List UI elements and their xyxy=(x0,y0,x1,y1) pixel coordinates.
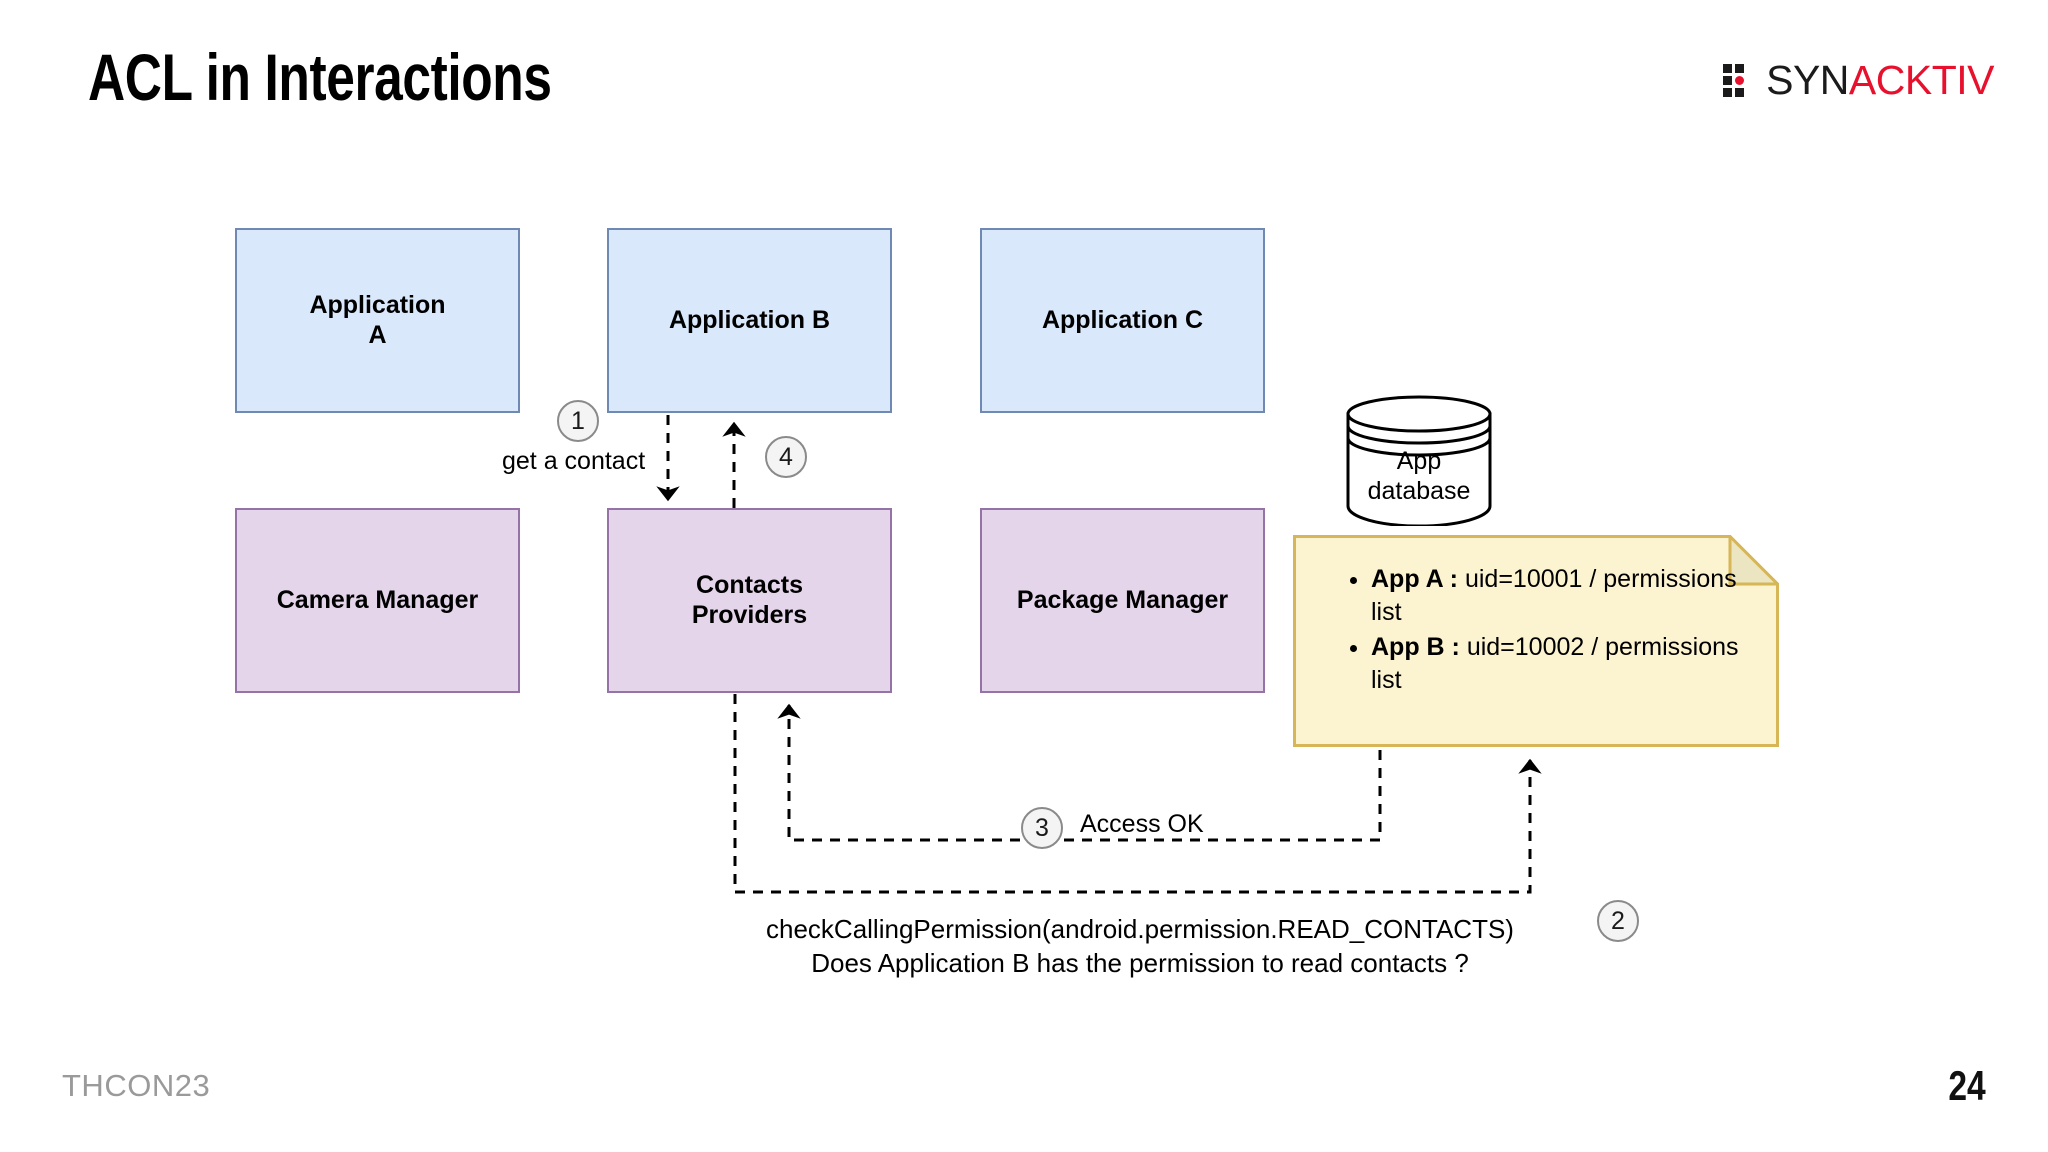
step-badge-1[interactable]: 1 xyxy=(557,400,599,442)
grid-cell xyxy=(1735,87,1745,97)
list-item: App A : uid=10001 / permissions list xyxy=(1371,563,1757,629)
permissions-note[interactable]: App A : uid=10001 / permissions list App… xyxy=(1293,535,1779,747)
synacktiv-grid-icon xyxy=(1723,63,1756,97)
note-content: App A : uid=10001 / permissions list App… xyxy=(1293,535,1779,747)
node-contacts-providers[interactable]: Contacts Providers xyxy=(607,508,892,693)
node-app-database[interactable]: App database xyxy=(1345,394,1493,526)
list-item: App B : uid=10002 / permissions list xyxy=(1371,631,1757,697)
page-number: 24 xyxy=(1948,1062,1986,1109)
note-item-title: App B : xyxy=(1371,633,1460,661)
note-item-detail: uid=10002 / permissions list xyxy=(1371,633,1739,694)
grid-cell xyxy=(1735,63,1745,73)
annotation-line-2: Does Application B has the permission to… xyxy=(811,948,1469,979)
permissions-list: App A : uid=10001 / permissions list App… xyxy=(1345,563,1757,697)
step-badge-4[interactable]: 4 xyxy=(765,436,807,478)
note-shape xyxy=(1293,535,1779,747)
step-badge-2[interactable]: 2 xyxy=(1597,900,1639,942)
node-camera-manager[interactable]: Camera Manager xyxy=(235,508,520,693)
database-cylinder-icon xyxy=(1346,395,1492,526)
annotation-line-1: checkCallingPermission(android.permissio… xyxy=(766,914,1514,944)
edge-step3-database-to-contacts xyxy=(777,703,1382,842)
edge-label-get-a-contact: get a contact xyxy=(502,447,646,475)
database-label: App database xyxy=(1367,447,1471,505)
grid-cell xyxy=(1723,75,1733,85)
page-title: ACL in Interactions xyxy=(88,40,552,114)
node-application-a[interactable]: Application A xyxy=(235,228,520,413)
footer-event-name: THCON23 xyxy=(62,1068,211,1103)
edge-label-access-ok: Access OK xyxy=(1080,810,1204,838)
brand-wordmark: SYNACKTIV xyxy=(1766,56,1995,103)
edge-step2-contacts-to-database xyxy=(733,694,1542,894)
node-application-b[interactable]: Application B xyxy=(607,228,892,413)
brand-name-syn: SYN xyxy=(1766,56,1849,103)
note-item-title: App A : xyxy=(1371,565,1459,593)
grid-dot-icon xyxy=(1735,75,1745,85)
synacktiv-logo: SYNACKTIV xyxy=(1723,56,1995,104)
node-package-manager[interactable]: Package Manager xyxy=(980,508,1265,693)
bottom-annotation: checkCallingPermission(android.permissio… xyxy=(640,912,1640,981)
note-item-detail: uid=10001 / permissions list xyxy=(1371,565,1737,626)
brand-name-acktiv: ACKTIV xyxy=(1848,56,1995,103)
grid-cell xyxy=(1723,87,1733,97)
step-badge-3[interactable]: 3 xyxy=(1021,807,1063,849)
grid-cell xyxy=(1723,63,1733,73)
node-application-c[interactable]: Application C xyxy=(980,228,1265,413)
